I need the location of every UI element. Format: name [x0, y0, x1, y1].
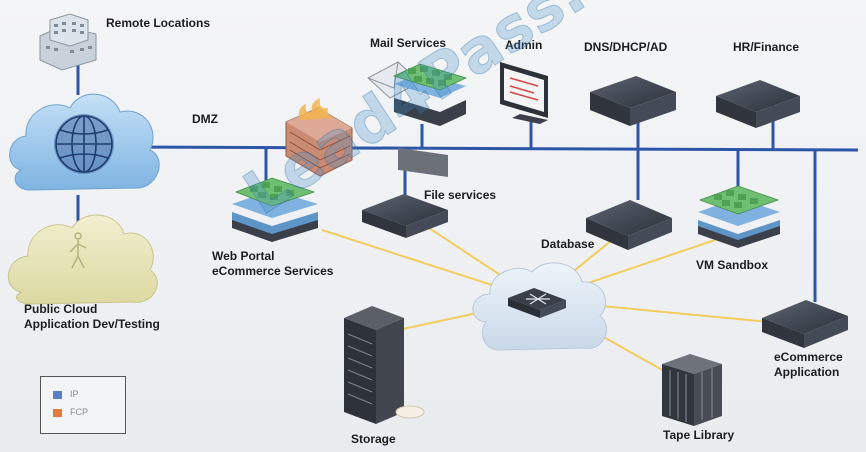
label-admin: Admin — [505, 38, 543, 52]
building-icon — [39, 13, 97, 71]
label-database: Database — [541, 237, 595, 251]
label-file-services: File services — [424, 188, 497, 202]
mail-server-icon — [367, 61, 468, 177]
firewall-icon — [285, 98, 353, 177]
label-ecommerce-app: eCommerce Application — [774, 350, 843, 380]
label-mail-services: Mail Services — [370, 36, 447, 50]
globe-cloud-icon — [9, 93, 160, 191]
server-icon — [586, 200, 672, 250]
legend-swatch-fcp — [53, 408, 62, 417]
label-web-portal: Web Portal eCommerce Services — [212, 249, 333, 279]
label-vm-sandbox: VM Sandbox — [696, 258, 769, 272]
legend-item-ip: IP — [53, 389, 79, 399]
label-tape-library: Tape Library — [663, 428, 735, 442]
legend-swatch-ip — [53, 390, 62, 399]
vm-stack-icon — [698, 185, 780, 248]
label-ecommerce-app-line1: eCommerce — [774, 350, 843, 364]
legend-label-fcp: FCP — [70, 407, 88, 417]
label-public-cloud-line1: Public Cloud — [24, 302, 98, 316]
ip-backbone — [119, 145, 859, 152]
label-web-portal-line2: eCommerce Services — [212, 264, 334, 278]
label-remote-locations: Remote Locations — [106, 16, 211, 30]
storage-rack-icon — [344, 306, 425, 424]
legend: IP FCP — [40, 376, 126, 434]
label-ecommerce-app-line2: Application — [774, 365, 840, 379]
label-public-cloud-line2: Application Dev/Testing — [24, 317, 160, 331]
monitor-icon — [500, 62, 548, 124]
legend-label-ip: IP — [70, 389, 79, 399]
server-icon — [762, 300, 848, 348]
server-icon — [362, 194, 448, 238]
label-hr-finance: HR/Finance — [733, 40, 800, 54]
tape-library-icon — [662, 354, 722, 426]
label-storage: Storage — [351, 432, 396, 446]
vm-stack-icon — [232, 177, 318, 242]
label-web-portal-line1: Web Portal — [212, 249, 275, 263]
label-public-cloud: Public Cloud Application Dev/Testing — [24, 302, 160, 332]
san-switch-icon — [472, 262, 608, 351]
label-dns-dhcp-ad: DNS/DHCP/AD — [584, 40, 668, 54]
server-icon — [590, 76, 676, 126]
label-dmz: DMZ — [192, 112, 218, 126]
legend-item-fcp: FCP — [53, 407, 88, 417]
public-cloud-icon — [7, 214, 158, 305]
server-icon — [716, 80, 800, 128]
